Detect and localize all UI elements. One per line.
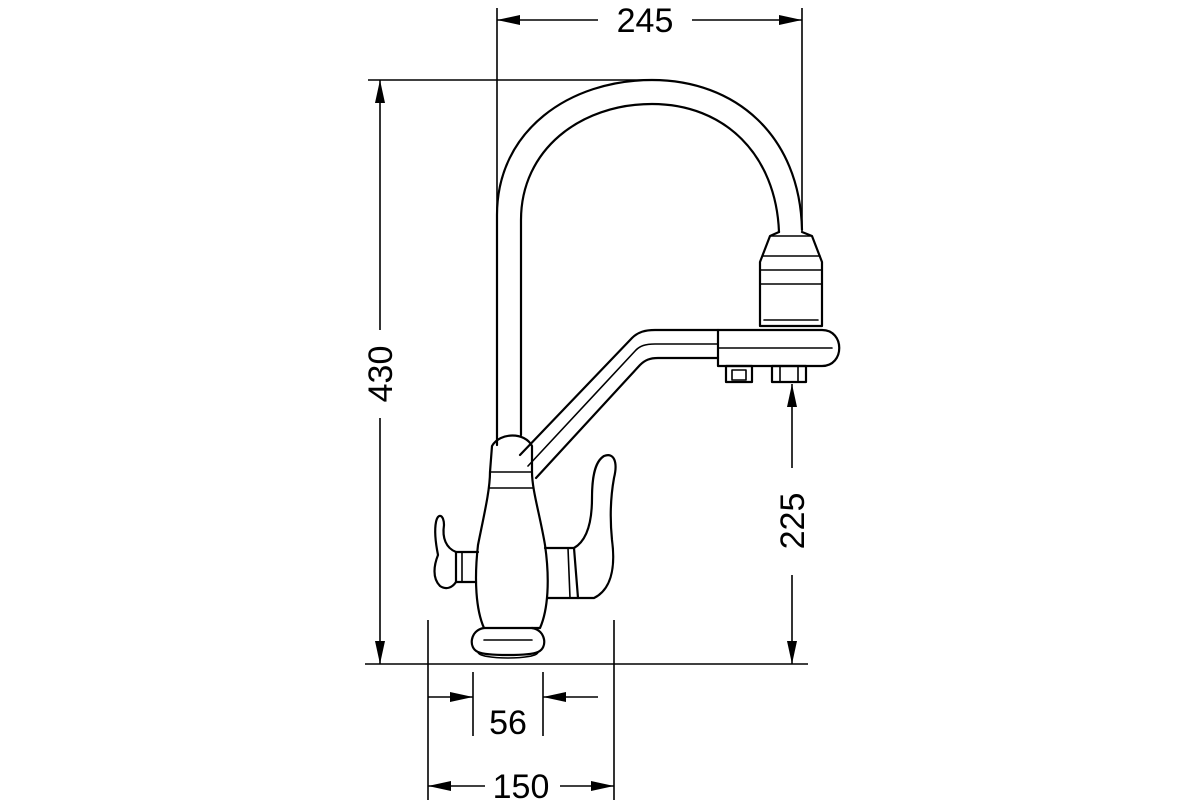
arm-end-block — [716, 328, 841, 384]
filter-arm — [518, 328, 720, 480]
base-diameter-label: 56 — [489, 704, 527, 742]
body-width-label: 150 — [493, 768, 550, 800]
right-lever-handle — [543, 454, 617, 600]
spout-inner-arc — [519, 102, 781, 437]
faucet-outline — [433, 78, 841, 659]
dimension-lines — [365, 8, 808, 800]
left-lever-handle — [433, 514, 480, 590]
height-label: 430 — [362, 346, 400, 403]
faucet-body — [474, 434, 549, 630]
spout-height-label: 225 — [774, 493, 812, 550]
dimension-labels: 245 430 225 56 150 — [362, 2, 812, 800]
faucet-base — [470, 626, 546, 659]
reach-label: 245 — [617, 2, 674, 40]
spray-head — [758, 230, 824, 328]
spout-outer-arc — [495, 78, 804, 447]
